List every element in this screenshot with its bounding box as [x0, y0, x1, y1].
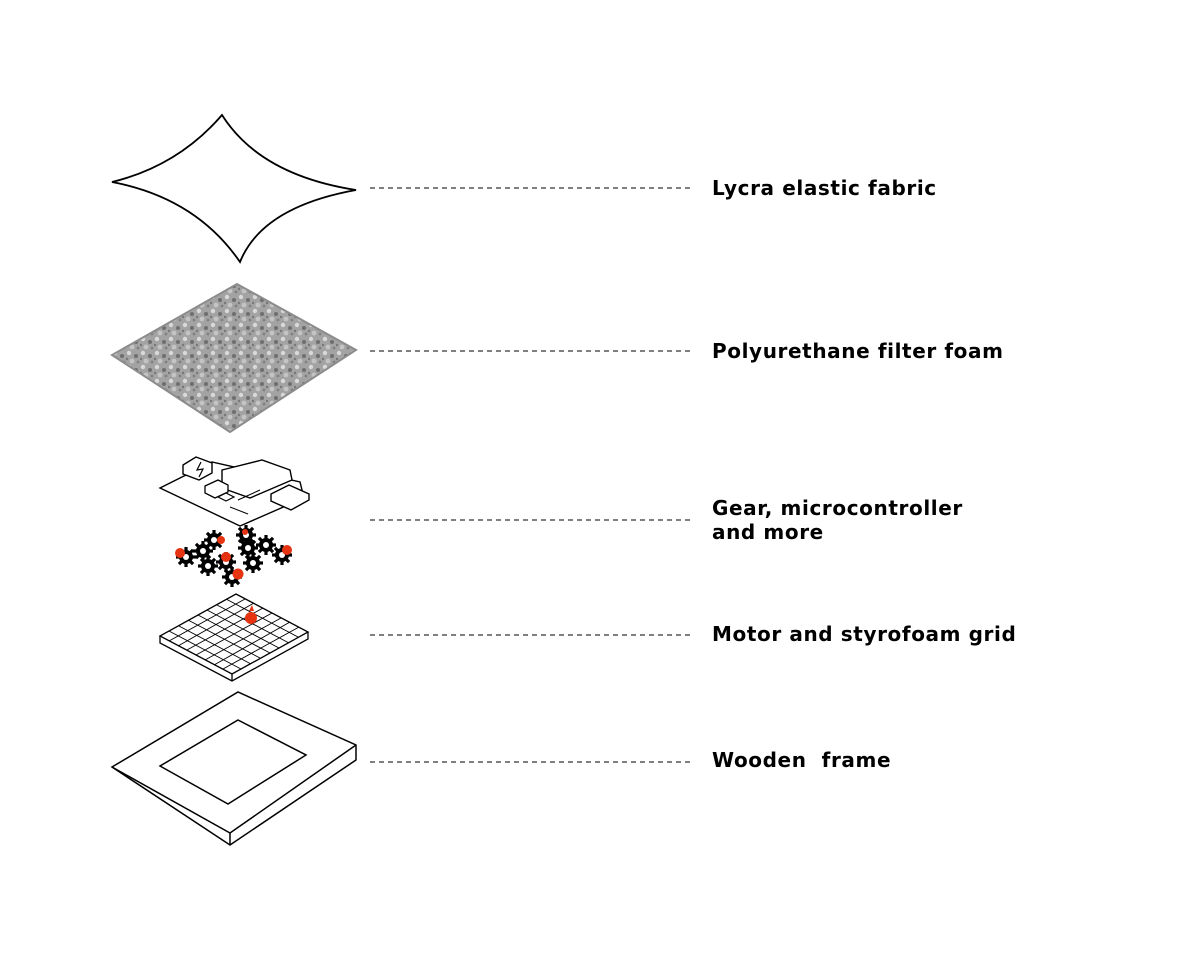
label-wooden-frame: Wooden frame [712, 748, 892, 772]
wooden-frame-illustration [110, 691, 357, 846]
motor-grid-illustration [158, 593, 310, 682]
label-gear-microcontroller: Gear, microcontroller and more [712, 496, 963, 544]
filter-foam-illustration [110, 282, 358, 434]
lycra-fabric-illustration [111, 113, 357, 264]
label-lycra-elastic-fabric: Lycra elastic fabric [712, 176, 937, 200]
label-gear-microcontroller-line2: and more [712, 520, 824, 544]
label-polyurethane-filter-foam: Polyurethane filter foam [712, 339, 1004, 363]
label-motor-styrofoam-grid: Motor and styrofoam grid [712, 622, 1017, 646]
label-gear-microcontroller-line1: Gear, microcontroller [712, 496, 963, 520]
electronics-gears-illustration [158, 456, 310, 587]
leader-lines [370, 187, 694, 763]
